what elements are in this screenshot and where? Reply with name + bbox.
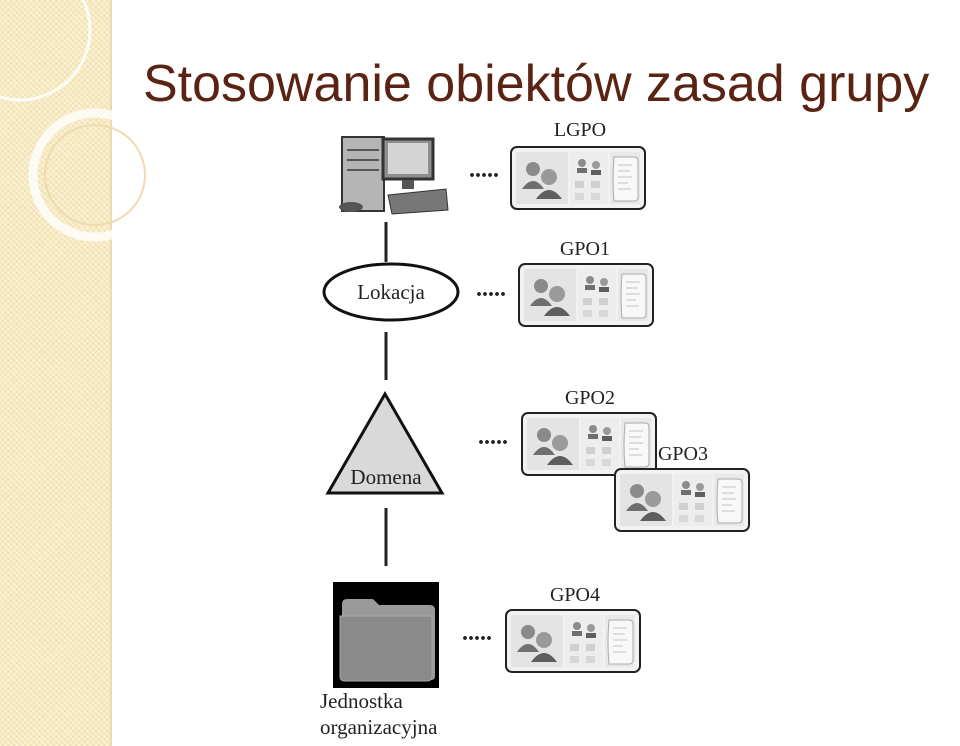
lgpo-label: LGPO [554, 119, 606, 141]
gpo2-icon [521, 412, 657, 476]
gpo1-label: GPO1 [560, 238, 610, 260]
gpo4-label: GPO4 [550, 584, 600, 606]
domain-label: Domena [350, 465, 422, 489]
lgpo-icon [510, 146, 646, 210]
connector-dots: ..... [462, 620, 492, 646]
gpo4-icon [505, 609, 641, 673]
computer-icon [339, 136, 449, 215]
folder-icon [333, 582, 439, 688]
location-label: Lokacja [357, 280, 425, 304]
sidebar-divider [110, 0, 112, 746]
connector-dots: ..... [469, 157, 499, 183]
gpo1-icon [518, 263, 654, 327]
connector-dots: ..... [478, 424, 508, 450]
gpo3-icon [614, 468, 750, 532]
ou-label-line2: organizacyjna [320, 715, 438, 739]
gpo3-label: GPO3 [658, 443, 708, 465]
connector-dots: ..... [476, 276, 506, 302]
gpo2-label: GPO2 [565, 387, 615, 409]
ou-label-line1: Jednostka [320, 689, 404, 713]
slide-title: Stosowanie obiektów zasad grupy [143, 55, 930, 113]
location-node [322, 262, 460, 322]
sidebar-circle-decoration [0, 0, 162, 242]
domain-node [325, 390, 445, 495]
